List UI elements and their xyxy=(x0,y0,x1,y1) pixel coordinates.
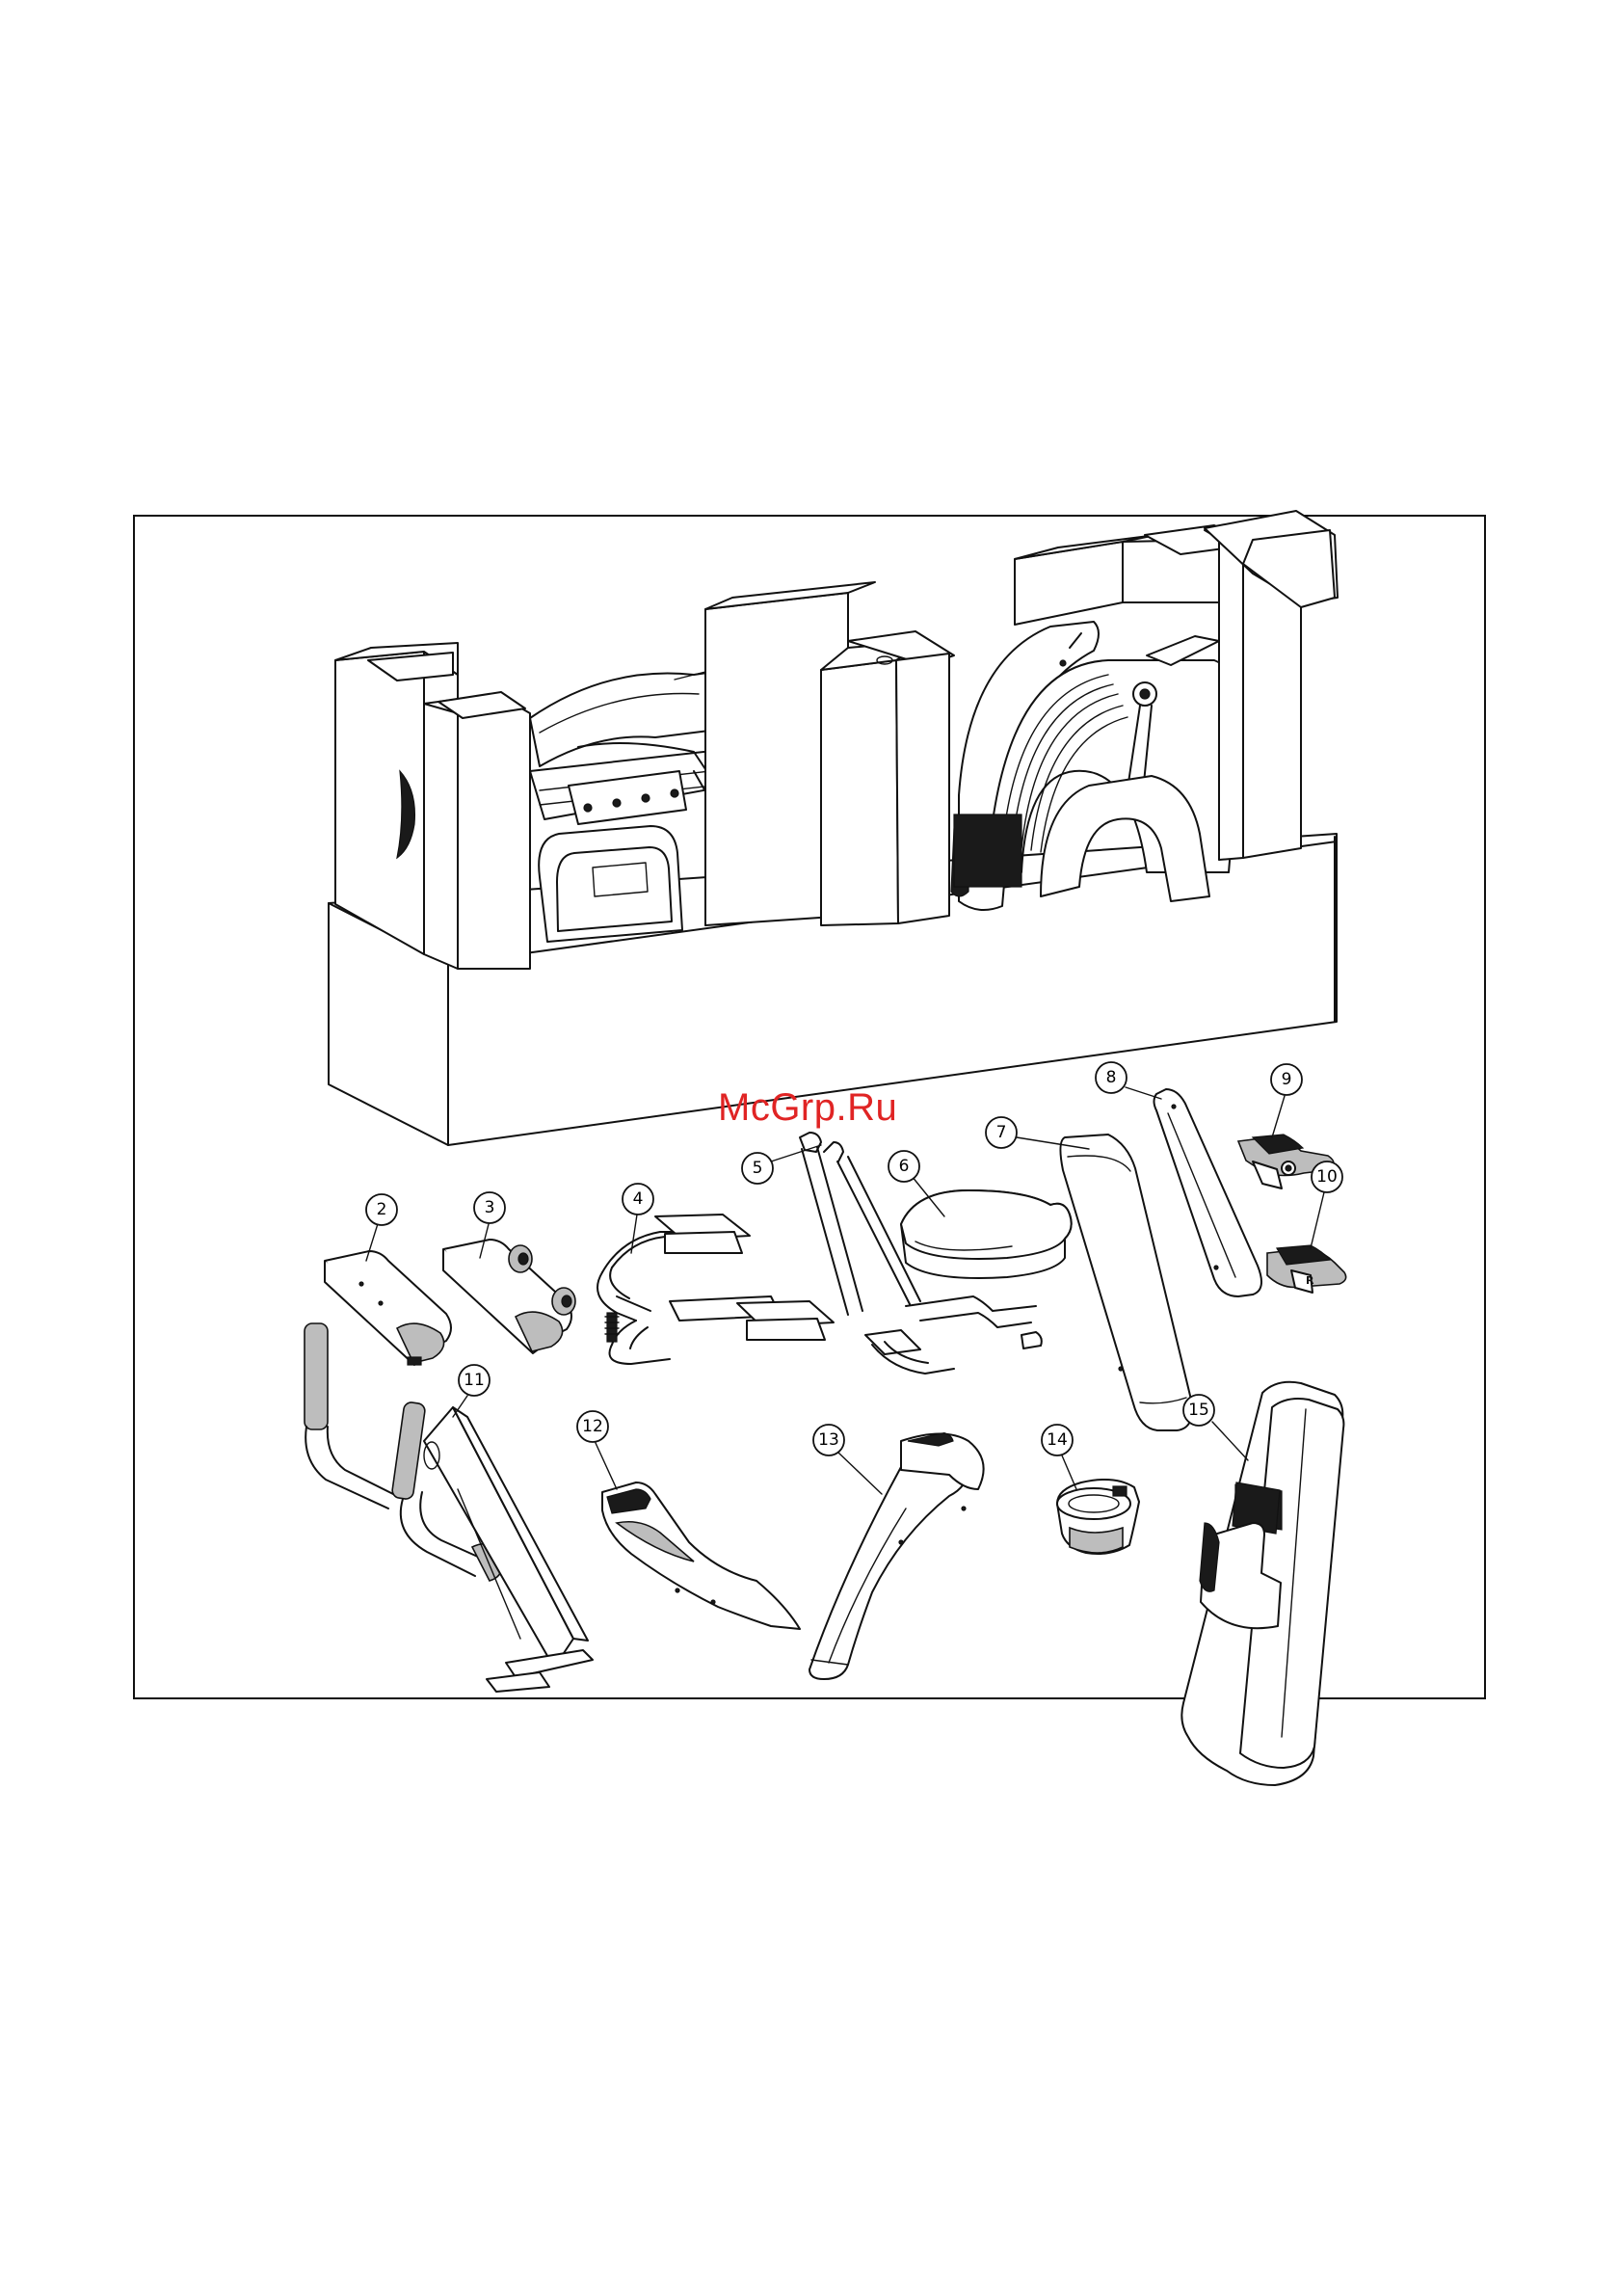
part-4-pedal-arm-bracket xyxy=(597,1215,834,1364)
part-13-upright-cover xyxy=(809,1433,984,1679)
callout-4: 4 xyxy=(623,1184,653,1253)
part-6-seat xyxy=(901,1190,1072,1278)
part-12-front-cover xyxy=(602,1482,800,1629)
part-2-rear-stabilizer xyxy=(325,1251,451,1365)
callout-label: 9 xyxy=(1282,1070,1292,1089)
callout-12: 12 xyxy=(577,1411,617,1489)
packaging-carton xyxy=(329,511,1338,1145)
callout-label: 11 xyxy=(464,1371,485,1390)
callout-10: 10 xyxy=(1311,1161,1342,1248)
callout-15: 15 xyxy=(1183,1395,1248,1460)
callout-13: 13 xyxy=(813,1425,882,1494)
callout-9: 9 xyxy=(1271,1064,1302,1137)
callout-label: 7 xyxy=(996,1123,1007,1142)
part-7-side-cover-left xyxy=(1060,1135,1192,1430)
callout-label: 8 xyxy=(1106,1068,1117,1087)
callout-label: 14 xyxy=(1047,1430,1068,1450)
callout-label: 10 xyxy=(1316,1167,1338,1187)
callout-14: 14 xyxy=(1042,1425,1076,1489)
svg-text:R: R xyxy=(1306,1274,1314,1287)
callout-label: 4 xyxy=(633,1189,644,1209)
part-15-console-display xyxy=(1181,1382,1343,1785)
part-8-side-cover-right xyxy=(1154,1089,1262,1296)
callout-label: 3 xyxy=(485,1198,495,1217)
part-11-handlebar-upright xyxy=(305,1323,593,1692)
callout-11: 11 xyxy=(453,1365,490,1417)
part-10-pedal-right: R xyxy=(1267,1245,1346,1293)
callout-8: 8 xyxy=(1096,1062,1161,1099)
callout-label: 15 xyxy=(1188,1401,1209,1420)
callout-label: 2 xyxy=(377,1200,387,1219)
callout-label: 13 xyxy=(818,1430,839,1450)
watermark-text: McGrp.Ru xyxy=(718,1086,897,1130)
part-3-front-stabilizer xyxy=(443,1240,575,1353)
part-14-axle-cover xyxy=(1057,1480,1139,1554)
callout-label: 6 xyxy=(899,1157,910,1176)
callout-label: 12 xyxy=(582,1417,603,1436)
callout-label: 5 xyxy=(753,1159,763,1178)
